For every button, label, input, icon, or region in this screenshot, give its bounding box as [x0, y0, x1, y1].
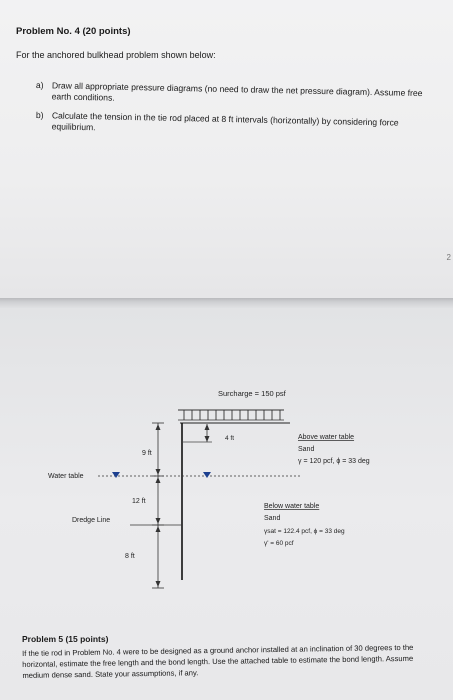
above-heading: Above water table [298, 434, 354, 441]
below-gamma-prime: γ' = 60 pcf [264, 540, 294, 547]
bulkhead-diagram: Surcharge = 150 psf 4 ft [48, 389, 370, 589]
dim-8ft-label: 8 ft [125, 553, 135, 560]
below-material: Sand [264, 515, 280, 522]
surcharge-load [178, 409, 284, 421]
dimension-chain [152, 422, 164, 589]
anchor-dimension [204, 424, 210, 442]
problem5-text: If the tie rod in Problem No. 4 were to … [22, 642, 414, 680]
water-table-marker-right [203, 472, 211, 478]
water-table-marker-left [112, 472, 120, 478]
item-a-label: a) [35, 80, 44, 91]
problem4-intro: For the anchored bulkhead problem shown … [16, 50, 216, 60]
below-heading: Below water table [264, 503, 319, 510]
problem4-title: Problem No. 4 (20 points) [16, 26, 131, 37]
item-b-label: b) [35, 110, 44, 121]
dredge-line-label: Dredge Line [72, 517, 110, 524]
dimension-arrows [155, 424, 161, 587]
dim-12ft-label: 12 ft [132, 498, 146, 505]
dim-9ft-label: 9 ft [142, 450, 152, 457]
dim-4ft-label: 4 ft [225, 435, 234, 442]
above-props: γ = 120 pcf, ϕ = 33 deg [298, 458, 370, 465]
surcharge-label: Surcharge = 150 psf [218, 389, 287, 398]
sheet-lower [0, 308, 453, 700]
sheet-upper [0, 0, 453, 298]
below-gamma-sat: γsat = 122.4 pcf, ϕ = 33 deg [264, 528, 345, 535]
corner-mark: 2 [446, 253, 451, 262]
page-fold [0, 298, 453, 308]
water-table-label: Water table [48, 473, 84, 480]
above-material: Sand [298, 446, 314, 453]
problem5-title: Problem 5 (15 points) [22, 634, 109, 644]
